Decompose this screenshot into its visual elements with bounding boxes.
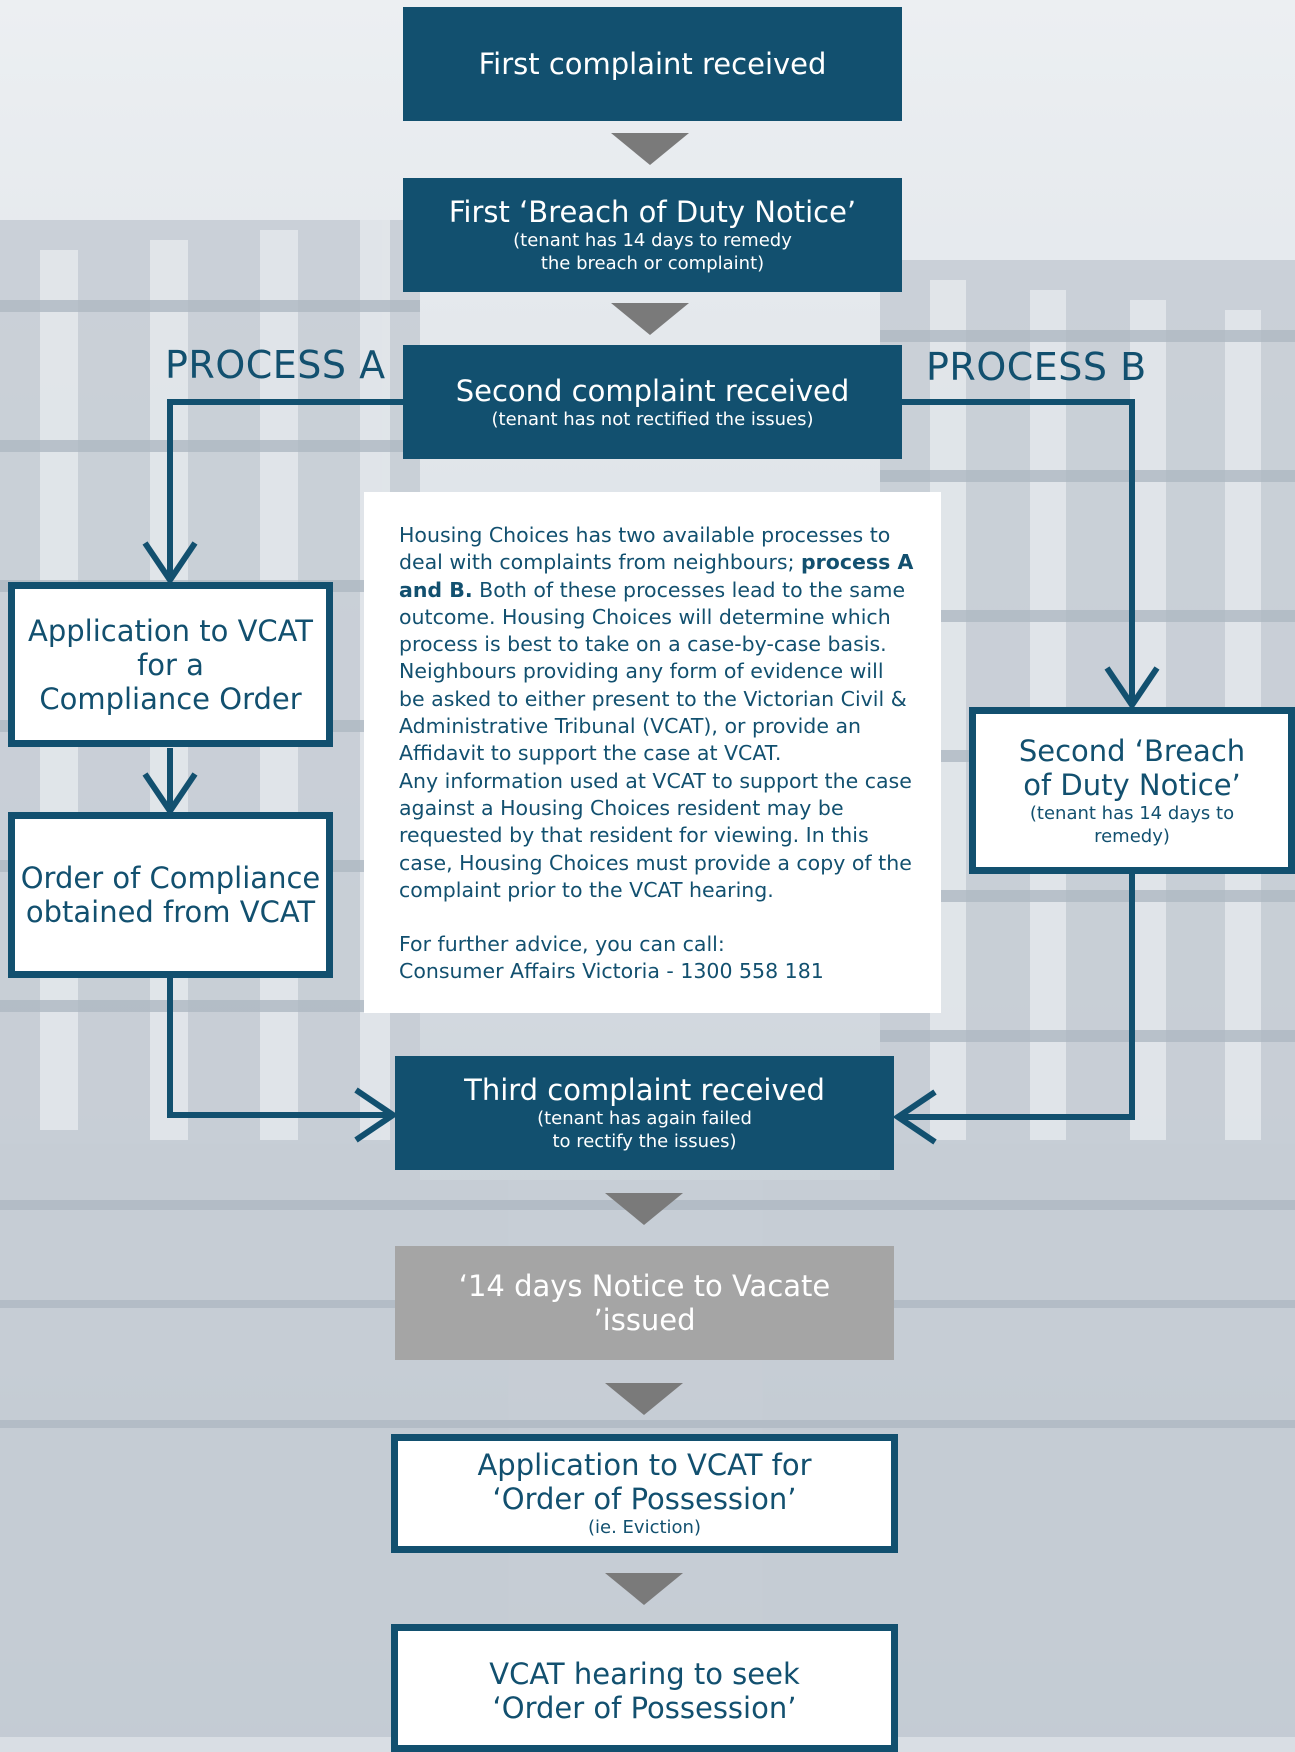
- second-complaint-box: Second complaint received (tenant has no…: [403, 345, 902, 459]
- process-a-application-line2: for a: [137, 647, 204, 682]
- vcat-hearing-line1: VCAT hearing to seek: [489, 1657, 800, 1691]
- notice-to-vacate-box: ‘14 days Notice to Vacate ’issued: [395, 1246, 894, 1360]
- notice-to-vacate-line2: ’issued: [593, 1303, 696, 1337]
- vcat-hearing-box: VCAT hearing to seek ‘Order of Possessio…: [391, 1624, 898, 1752]
- info-paragraph: Housing Choices has two available proces…: [399, 522, 915, 768]
- second-complaint-title: Second complaint received: [455, 373, 850, 408]
- process-b-arrowhead-2: [892, 1089, 937, 1145]
- contact-line2: Consumer Affairs Victoria - 1300 558 181: [399, 959, 824, 984]
- process-a-application-line1: Application to VCAT: [28, 613, 313, 648]
- process-a-application-line3: Compliance Order: [39, 681, 302, 716]
- application-possession-note: (ie. Eviction): [588, 1517, 701, 1538]
- second-complaint-note: (tenant has not rectified the issues): [491, 408, 814, 430]
- process-b-connector-bottom: [898, 873, 1135, 1120]
- process-a-order-line2: obtained from VCAT: [25, 895, 316, 929]
- process-a-arrowhead-3: [354, 1087, 399, 1143]
- third-complaint-note-line1: (tenant has again failed: [537, 1108, 752, 1129]
- info-body2: Any information used at VCAT to support …: [399, 768, 912, 902]
- process-a-application-box: Application to VCAT for a Compliance Ord…: [8, 582, 333, 747]
- first-breach-note-line2: the breach or complaint): [540, 253, 765, 274]
- info-body1: Both of these processes lead to the same…: [399, 577, 907, 766]
- process-b-breach-note-line1: (tenant has 14 days to: [1029, 802, 1235, 824]
- first-breach-note-line1: (tenant has 14 days to remedy: [513, 230, 792, 251]
- notice-to-vacate-line1: ‘14 days Notice to Vacate: [458, 1269, 831, 1303]
- process-a-order-line1: Order of Compliance: [20, 861, 321, 895]
- process-b-label: PROCESS B: [926, 345, 1147, 389]
- third-complaint-title: Third complaint received: [464, 1073, 825, 1107]
- vcat-hearing-line2: ‘Order of Possession’: [492, 1691, 797, 1725]
- process-a-arrowhead-2: [142, 772, 198, 817]
- first-breach-notice-box: First ‘Breach of Duty Notice’ (tenant ha…: [403, 178, 902, 292]
- process-a-connector-bottom: [167, 978, 392, 1118]
- first-complaint-box: First complaint received: [403, 7, 902, 121]
- process-b-arrowhead-1: [1104, 666, 1160, 711]
- process-b-connector-top: [902, 399, 1135, 702]
- process-a-connector-top: [167, 399, 403, 578]
- process-a-arrowhead-1: [142, 541, 198, 586]
- process-b-breach-line2: of Duty Notice’: [1023, 767, 1241, 802]
- info-panel: Housing Choices has two available proces…: [364, 492, 941, 1013]
- info-intro: Housing Choices has two available proces…: [399, 523, 891, 575]
- process-b-breach-line1: Second ‘Breach: [1018, 733, 1246, 768]
- info-intro-bold: process A and B.: [399, 550, 914, 602]
- process-b-breach-note-line2: remedy): [1094, 825, 1170, 847]
- process-b-second-breach-box: Second ‘Breach of Duty Notice’ (tenant h…: [969, 707, 1295, 874]
- application-possession-box: Application to VCAT for ‘Order of Posses…: [391, 1434, 898, 1553]
- process-a-label: PROCESS A: [165, 343, 386, 387]
- first-complaint-title: First complaint received: [478, 47, 827, 81]
- down-arrow-1: [611, 133, 689, 165]
- down-arrow-3: [605, 1193, 683, 1225]
- down-arrow-5: [605, 1573, 683, 1605]
- contact-line1: For further advice, you can call:: [399, 932, 725, 957]
- down-arrow-2: [611, 303, 689, 335]
- application-possession-line2: ‘Order of Possession’: [492, 1482, 797, 1516]
- third-complaint-note-line2: to rectify the issues): [552, 1131, 737, 1152]
- process-a-order-box: Order of Compliance obtained from VCAT: [8, 812, 333, 978]
- third-complaint-box: Third complaint received (tenant has aga…: [395, 1056, 894, 1170]
- application-possession-line1: Application to VCAT for: [477, 1448, 812, 1482]
- down-arrow-4: [605, 1383, 683, 1415]
- first-breach-title: First ‘Breach of Duty Notice’: [448, 195, 857, 229]
